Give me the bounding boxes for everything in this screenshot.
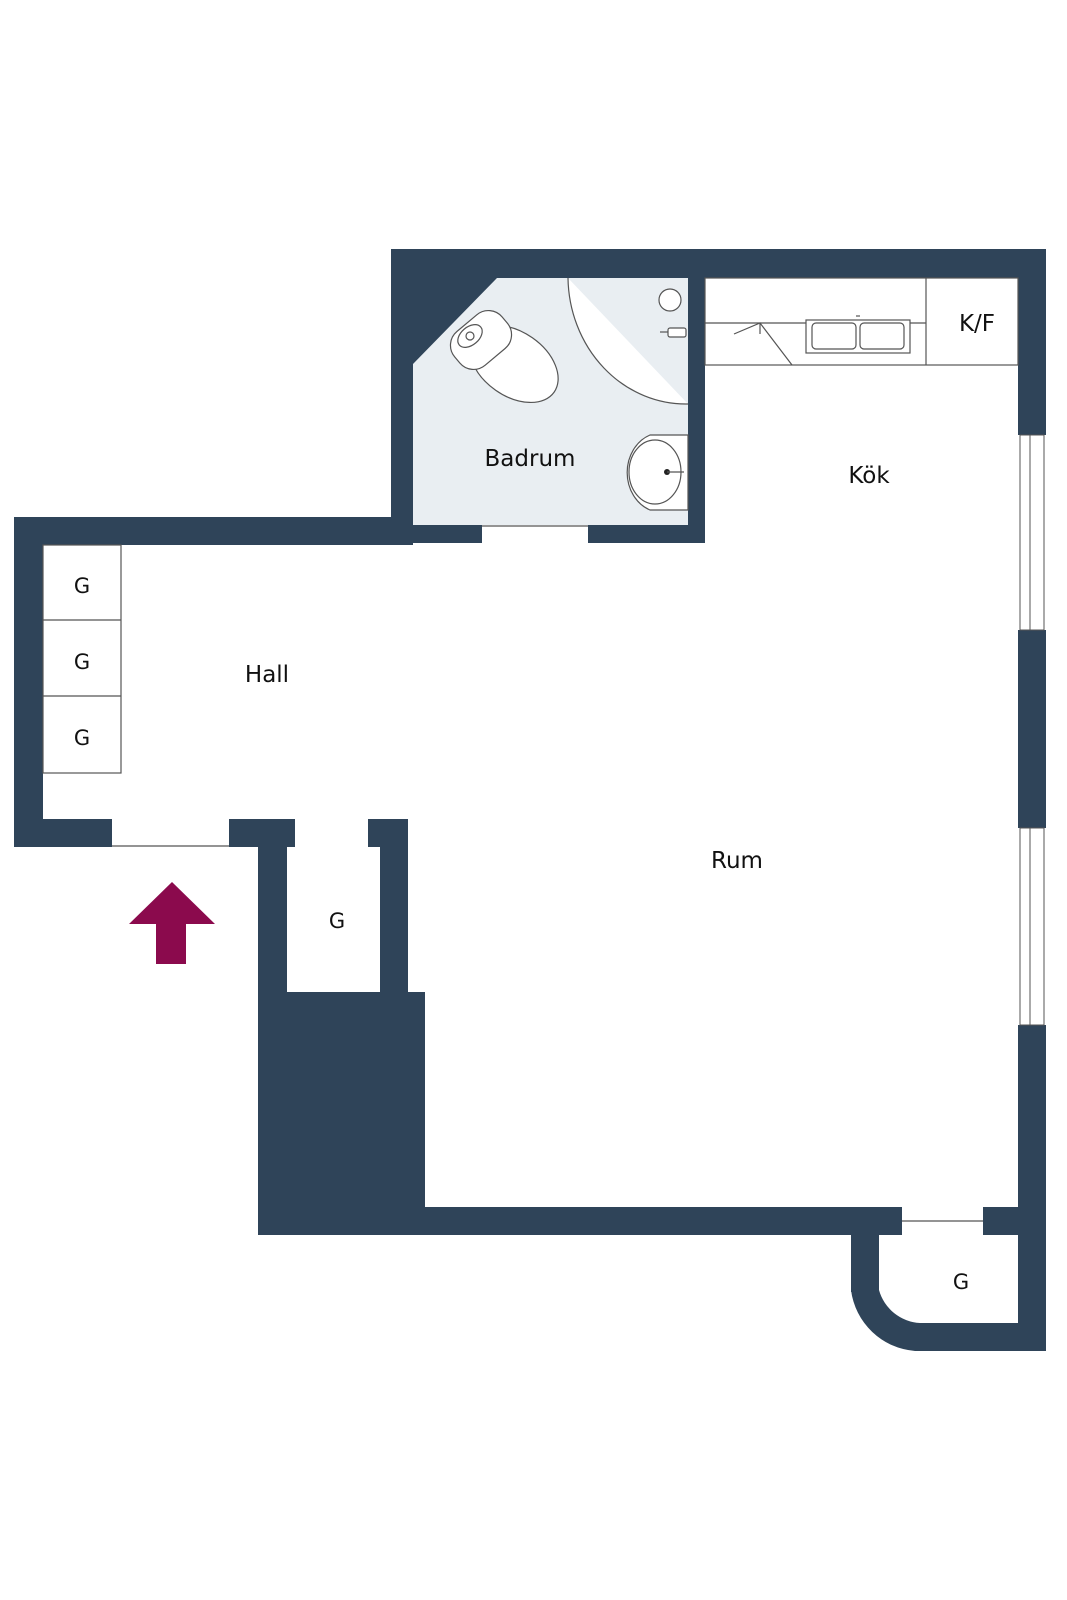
wall-bath-right bbox=[688, 278, 705, 543]
room-label-badrum: Badrum bbox=[485, 446, 576, 472]
entrance-arrow-icon bbox=[129, 882, 215, 964]
wall-hall-left bbox=[14, 517, 43, 847]
wall-right-3 bbox=[1018, 1025, 1046, 1351]
storage-label-corner: G bbox=[953, 1270, 969, 1294]
wall-bath-corner bbox=[413, 278, 497, 364]
toilet-icon bbox=[449, 309, 559, 404]
wall-hall-top bbox=[14, 517, 413, 545]
windows bbox=[1019, 434, 1045, 1026]
wall-block-step bbox=[380, 1035, 425, 1235]
wall-hall-bottom-left bbox=[14, 819, 112, 847]
wardrobe-outline bbox=[42, 544, 122, 774]
wall-corner-closet-left bbox=[851, 1207, 879, 1292]
room-label-kf: K/F bbox=[959, 311, 995, 337]
wall-right-1 bbox=[1018, 249, 1046, 435]
room-label-rum: Rum bbox=[711, 848, 763, 874]
wall-top bbox=[391, 249, 1046, 278]
wall-bath-bottom-right bbox=[588, 525, 705, 543]
hall-wardrobes bbox=[42, 544, 122, 774]
room-label-kok: Kök bbox=[848, 463, 890, 489]
kitchen-counter bbox=[704, 277, 1019, 366]
storage-label-hall-3: G bbox=[74, 726, 90, 750]
storage-label-corridor: G bbox=[329, 909, 345, 933]
sink-icon bbox=[626, 434, 689, 511]
wall-bottom-right bbox=[983, 1207, 1046, 1235]
window-right-1 bbox=[1019, 434, 1045, 631]
wall-right-2 bbox=[1018, 630, 1046, 828]
room-label-hall: Hall bbox=[245, 662, 289, 688]
window-right-2 bbox=[1019, 827, 1045, 1026]
kitchen-sink-icon bbox=[805, 315, 911, 354]
wall-bath-bottom-left bbox=[413, 525, 482, 543]
storage-label-hall-2: G bbox=[74, 650, 90, 674]
wall-bottom-left bbox=[258, 1207, 902, 1235]
walls bbox=[14, 249, 1046, 1351]
wall-bath-left bbox=[391, 249, 413, 545]
storage-label-hall-1: G bbox=[74, 574, 90, 598]
shower-icon bbox=[567, 277, 689, 405]
wall-corner-closet-curve bbox=[851, 1290, 1046, 1351]
